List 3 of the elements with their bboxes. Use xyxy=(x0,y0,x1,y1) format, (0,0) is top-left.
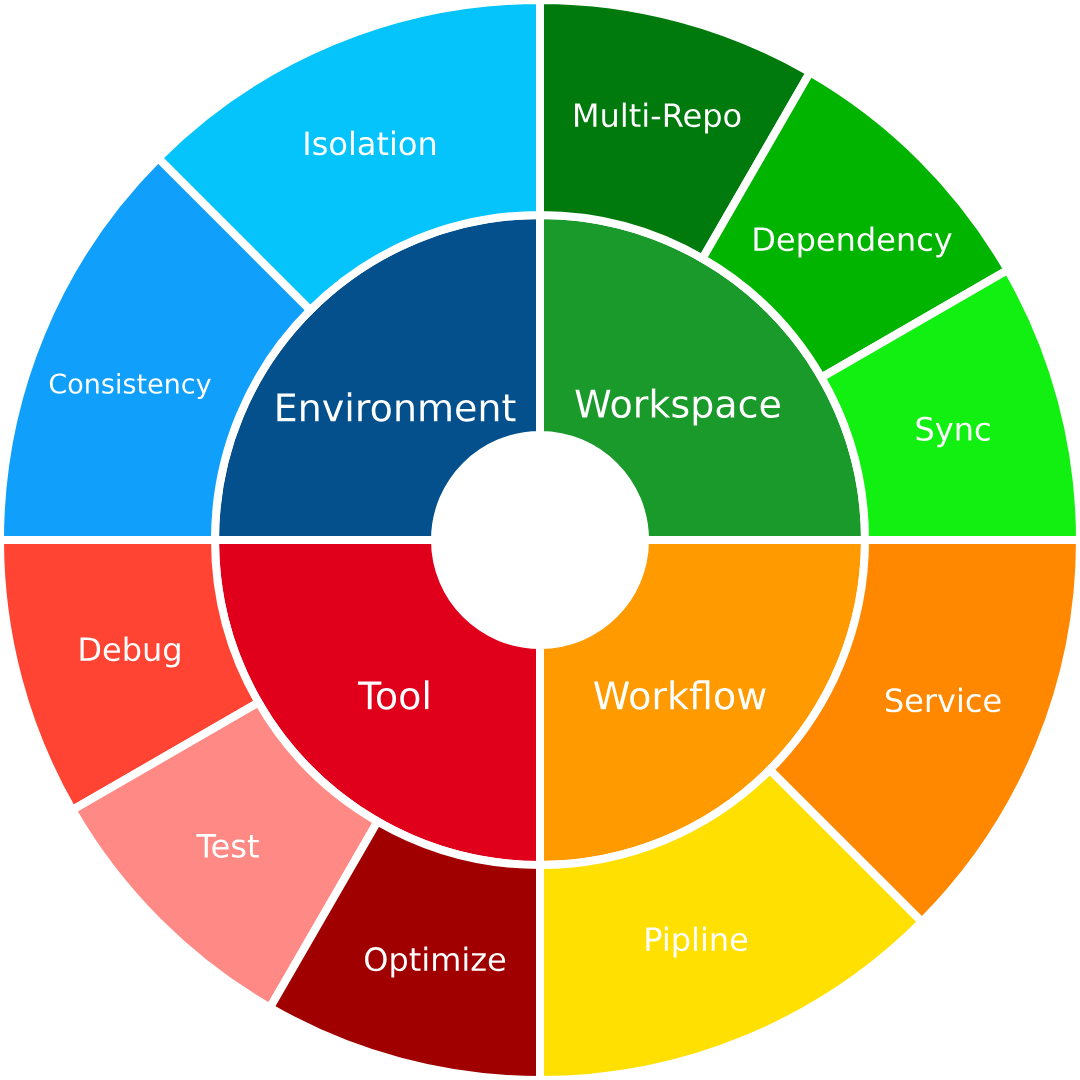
ring-segment: Debug xyxy=(0,536,263,814)
ring-segment: Isolation xyxy=(154,0,544,315)
ring-segment: Sync xyxy=(817,266,1080,544)
